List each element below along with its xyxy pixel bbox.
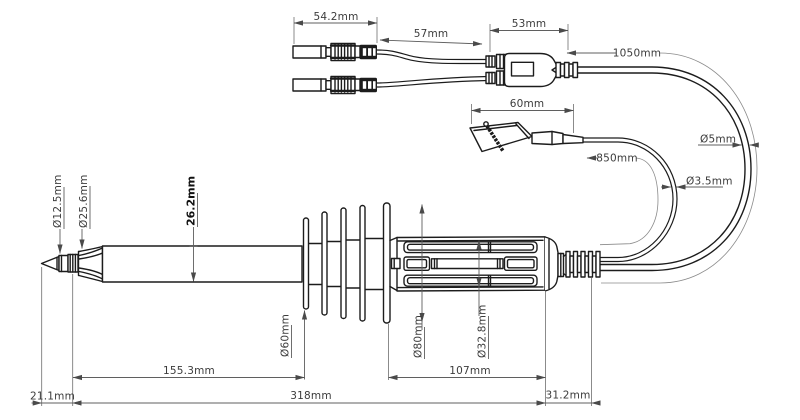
probe-body (101, 245, 303, 283)
dim-plug-length: 54.2mm (313, 11, 358, 23)
strain-relief (565, 250, 601, 278)
fin-4 (359, 204, 366, 322)
handle (389, 236, 567, 292)
dim-main-cable-diameter: Ø5mm (700, 134, 736, 146)
fin-core (307, 237, 385, 291)
dim-clip-cable-diameter: Ø3.5mm (686, 176, 733, 188)
dim-handle-length: 107mm (449, 365, 491, 377)
main-output-cable (575, 66, 752, 272)
splitter-output-connector (555, 61, 579, 79)
probe-horn (77, 245, 104, 283)
clip-boot-nose (562, 133, 584, 145)
ground-clip-cable (582, 137, 678, 263)
dim-body-diameter: 26.2mm (185, 176, 198, 226)
dim-front-section-length: 155.3mm (163, 365, 215, 377)
handle-end-cap (544, 236, 559, 292)
splitter-label-window (510, 61, 535, 77)
clip-hook-eye (483, 121, 489, 127)
extension-lines (41, 17, 592, 406)
fin-1 (302, 217, 310, 310)
dim-splitter-length: 53mm (512, 18, 547, 30)
splitter-box (485, 52, 579, 88)
banana-plug-upper (291, 42, 378, 62)
fin-5 (382, 202, 391, 324)
probe (40, 202, 601, 324)
cable-length-leader-arcs (599, 52, 758, 284)
banana-lead-cables (376, 49, 489, 88)
dim-front-fin-diameter: Ø60mm (280, 314, 292, 357)
dim-main-cable-length: 1050mm (613, 48, 661, 60)
dim-clip-length: 60mm (510, 98, 545, 110)
dim-tip-diameter: Ø12.5mm (52, 174, 64, 228)
dim-strain-relief-length: 31.2mm (545, 390, 590, 402)
hook-clip (469, 121, 584, 153)
dim-horn-diameter: Ø25.6mm (78, 174, 90, 228)
dim-rear-fin-diameter: Ø80mm (413, 315, 425, 358)
dimension-labels: 54.2mm 57mm 53mm 1050mm 60mm 850mm Ø5mm … (30, 11, 736, 403)
fin-2 (321, 211, 328, 316)
probe-tip-collar (58, 254, 69, 273)
insulation-fins (302, 202, 391, 324)
fin-3 (340, 207, 347, 320)
dim-total-length: 318mm (290, 390, 332, 402)
dim-handle-diameter: Ø32.8mm (477, 304, 489, 358)
clip-boot (531, 130, 564, 146)
dim-clip-cable-length: 850mm (596, 153, 638, 165)
dimension-lines (31, 20, 759, 406)
banana-plug-lower (291, 75, 378, 95)
dim-plug-to-splitter: 57mm (414, 28, 449, 40)
clip-hook-pin (485, 125, 505, 152)
dim-tip-length: 21.1mm (30, 391, 75, 403)
